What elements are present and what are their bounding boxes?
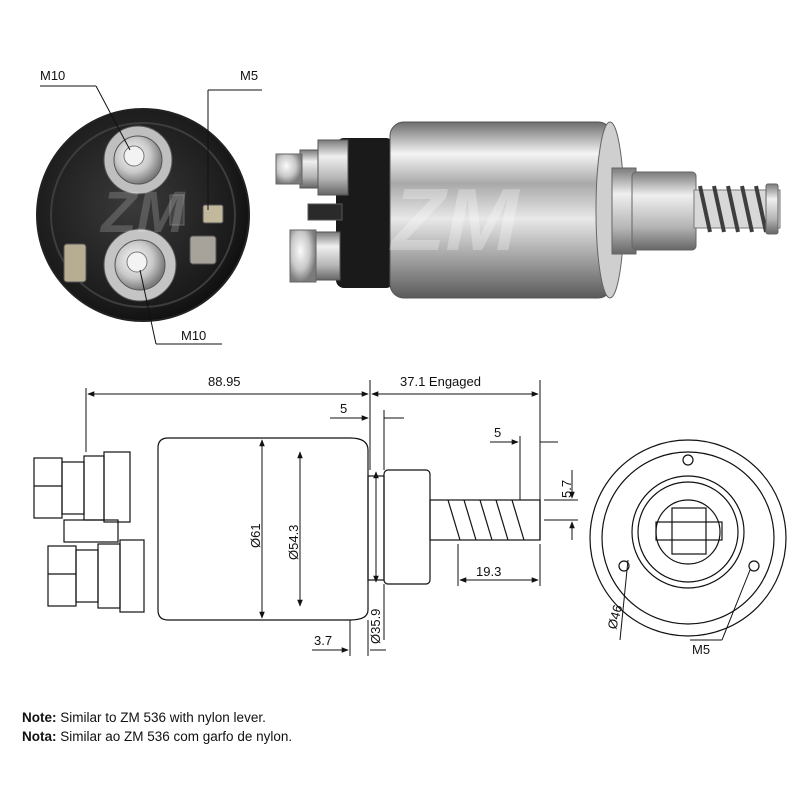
dim-overall-length: 88.95: [208, 374, 241, 389]
note-label-pt: Nota:: [22, 729, 57, 744]
technical-drawing-front: [589, 439, 787, 637]
bottom-terminal-stud: [103, 228, 177, 302]
dim-engaged-travel: 37.1 Engaged: [400, 374, 481, 389]
note-english: Note: Similar to ZM 536 with nylon lever…: [22, 708, 292, 727]
dimension-lines-front: [619, 559, 751, 641]
dim-offset-5-b: 5: [494, 425, 501, 440]
label-m5-photo: M5: [240, 68, 258, 83]
notes-block: Note: Similar to ZM 536 with nylon lever…: [22, 708, 292, 746]
technical-drawing-side: [33, 437, 541, 621]
dim-flange-thickness: 3.7: [314, 633, 332, 648]
dimension-labels-front: Ø46 M5: [604, 603, 710, 657]
dim-body-diameter: Ø61: [248, 523, 263, 548]
dimension-labels-side: 88.95 37.1 Engaged 5 5 5.7 19.3 Ø61 Ø54.…: [208, 374, 574, 648]
side-terminal-studs: [275, 139, 349, 283]
note-text-pt: Similar ao ZM 536 com garfo de nylon.: [56, 729, 293, 744]
watermark-end-view: ZM: [99, 180, 186, 245]
dim-offset-5-a: 5: [340, 401, 347, 416]
dim-mount-screw: M5: [692, 642, 710, 657]
watermark-side-view: ZM: [388, 170, 520, 269]
plunger-spring-photo: [693, 183, 781, 235]
dimension-lines-side: [85, 380, 578, 656]
top-terminal-stud: [103, 125, 173, 195]
dim-spring-length: 19.3: [476, 564, 501, 579]
dim-inner-diameter: Ø54.3: [286, 525, 301, 560]
note-label-en: Note:: [22, 710, 57, 725]
label-m10-top: M10: [40, 68, 65, 83]
label-m10-bottom: M10: [181, 328, 206, 343]
note-text-en: Similar to ZM 536 with nylon lever.: [56, 710, 266, 725]
photo-callouts: M10 M5 M10: [40, 68, 262, 345]
dim-mount-diameter: Ø46: [604, 603, 625, 631]
end-view-photo: ZM: [36, 108, 250, 322]
note-portuguese: Nota: Similar ao ZM 536 com garfo de nyl…: [22, 727, 292, 746]
side-view-photo: ZM: [275, 121, 781, 299]
dim-neck-diameter: Ø35.9: [368, 609, 383, 644]
dim-plunger-height: 5.7: [559, 480, 574, 498]
